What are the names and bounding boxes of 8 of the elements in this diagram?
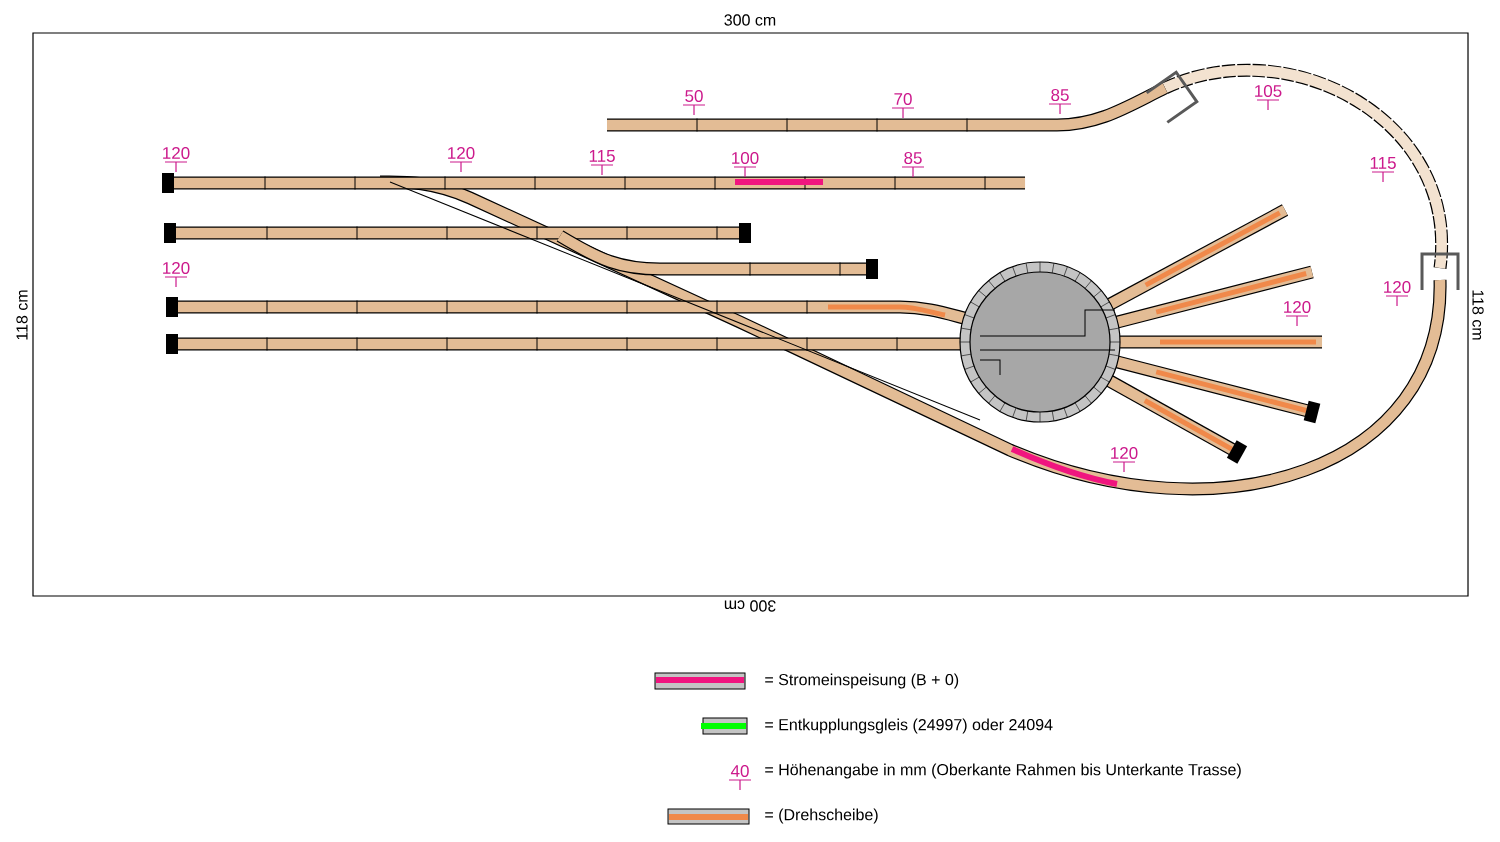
dimension-label: 118 cm	[16, 290, 28, 340]
legend-text: = Höhenangabe in mm (Oberkante Rahmen bis Unterkante Trasse)	[765, 763, 1241, 779]
legend-text: = Stromeinspeisung (B + 0)	[765, 673, 959, 689]
legend-text: = (Drehscheibe)	[765, 808, 878, 824]
dimension-label: 118 cm	[1472, 290, 1484, 340]
dimension-label: 300 cm	[724, 600, 776, 612]
dimension-label: 300 cm	[724, 14, 776, 26]
legend-text: = Entkupplungsgleis (24997) oder 24094	[765, 718, 1053, 734]
